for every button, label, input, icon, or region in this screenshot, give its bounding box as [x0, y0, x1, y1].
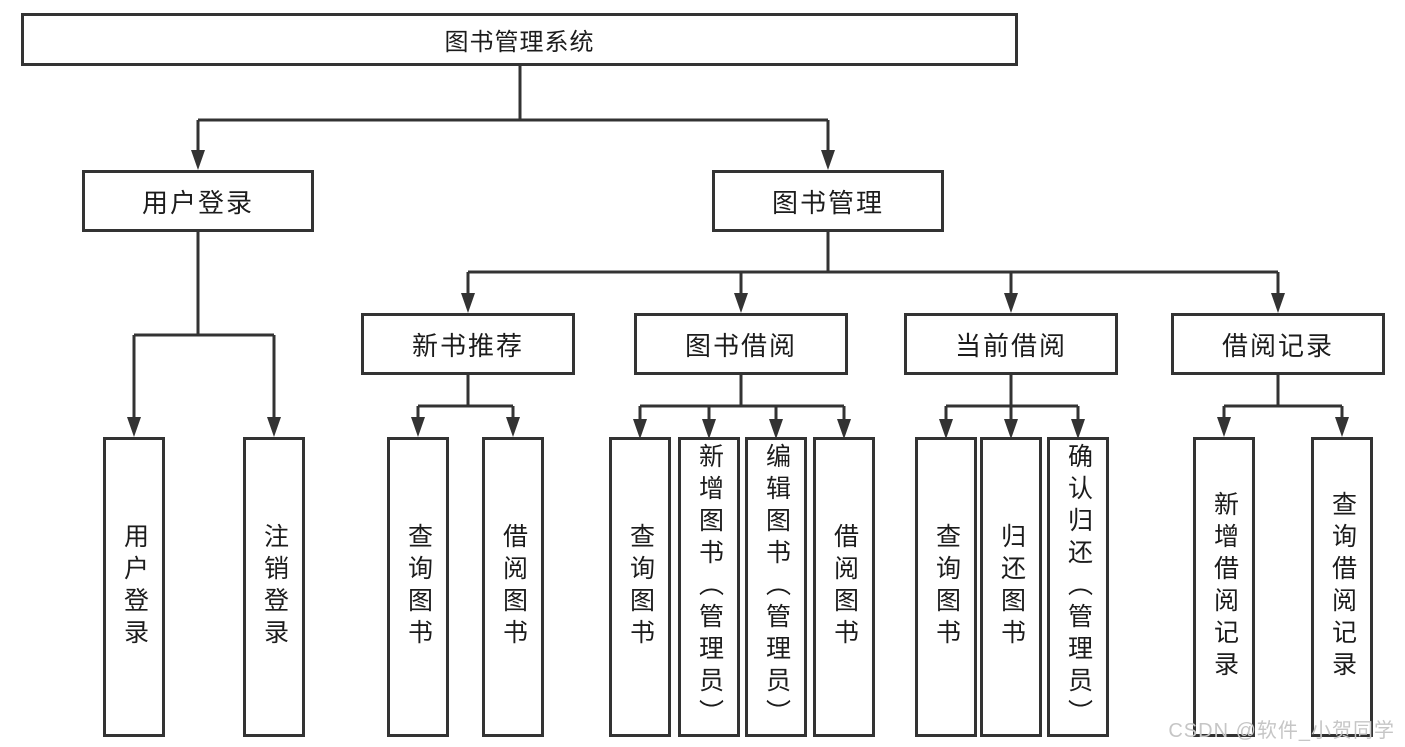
csdn-watermark: CSDN @软件_小贺同学 — [1168, 720, 1395, 742]
leaf-query-books-borrowing: 查询图书 — [609, 437, 671, 737]
node-book-management: 图书管理 — [712, 170, 944, 232]
leaf-edit-books-admin: 编辑图书（管理员） — [745, 437, 807, 737]
node-user-login: 用户登录 — [82, 170, 314, 232]
leaf-query-books-recommend: 查询图书 — [387, 437, 449, 737]
leaf-borrow-books-recommend: 借阅图书 — [482, 437, 544, 737]
node-current-borrowing: 当前借阅 — [904, 313, 1118, 375]
leaf-add-books-admin: 新增图书（管理员） — [678, 437, 740, 737]
leaf-add-borrow-record: 新增借阅记录 — [1193, 437, 1255, 737]
node-root: 图书管理系统 — [21, 13, 1018, 66]
leaf-logout: 注销登录 — [243, 437, 305, 737]
node-borrowing-records: 借阅记录 — [1171, 313, 1385, 375]
leaf-user-login: 用户登录 — [103, 437, 165, 737]
node-book-borrowing: 图书借阅 — [634, 313, 848, 375]
leaf-return-books: 归还图书 — [980, 437, 1042, 737]
leaf-borrow-books: 借阅图书 — [813, 437, 875, 737]
leaf-query-books-current: 查询图书 — [915, 437, 977, 737]
node-new-book-recommend: 新书推荐 — [361, 313, 575, 375]
leaf-query-borrow-record: 查询借阅记录 — [1311, 437, 1373, 737]
leaf-confirm-return-admin: 确认归还（管理员） — [1047, 437, 1109, 737]
